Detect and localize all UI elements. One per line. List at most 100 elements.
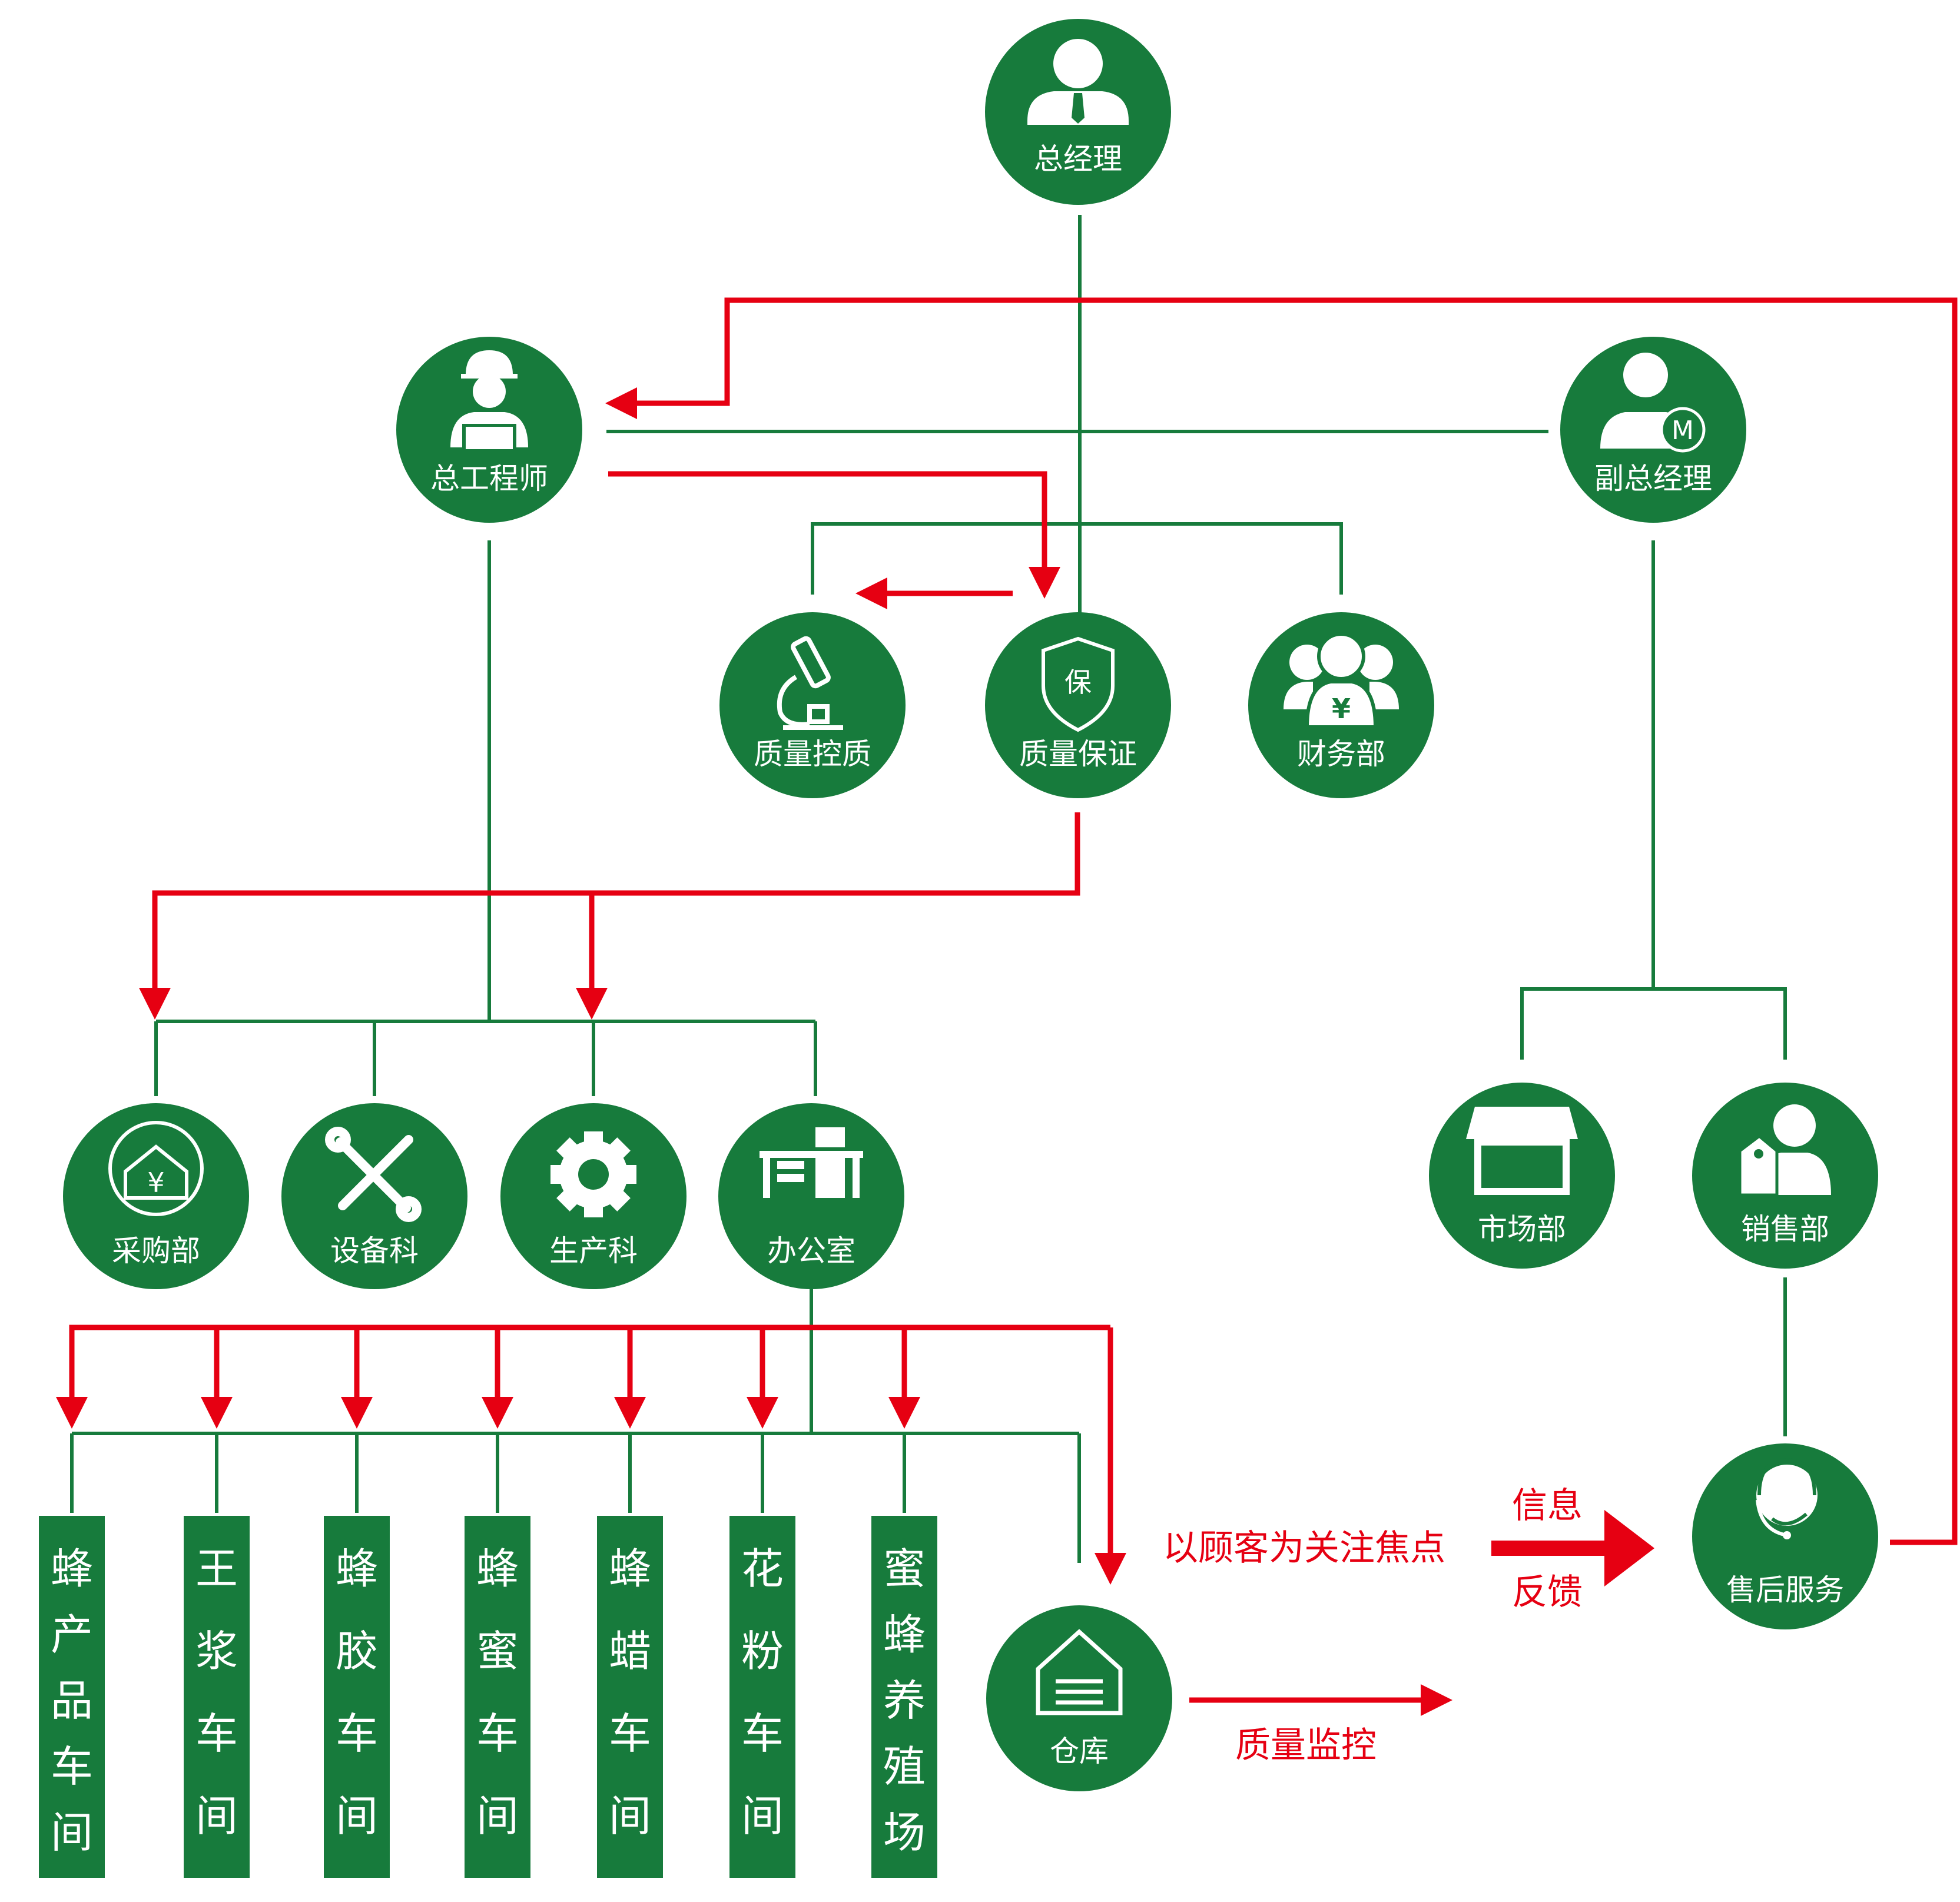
workshop-column-bg (871, 1516, 937, 1878)
manager-icon (1027, 39, 1129, 125)
tools-icon (325, 1127, 422, 1222)
quality-control-label: 质量控质 (754, 737, 871, 771)
node-sales[interactable]: 销售部 (1692, 1083, 1878, 1269)
feedback-loop-arrow (605, 297, 1958, 1545)
node-marketing[interactable]: 市场部 (1429, 1083, 1615, 1269)
deputy-manager-icon: M (1600, 353, 1706, 453)
storefront-icon (1466, 1107, 1578, 1195)
chief-engineer-label: 总工程师 (430, 462, 548, 496)
node-quality-control[interactable]: 质量控质 (719, 612, 906, 798)
workshop-char: 品 (51, 1676, 93, 1725)
node-after-sales[interactable]: 售后服务 (1692, 1443, 1878, 1629)
workshop-char: 场 (883, 1808, 926, 1857)
workshop-column-bg (465, 1516, 530, 1878)
node-chief-engineer[interactable]: 总工程师 (396, 337, 582, 523)
feedback-label: 反馈 (1512, 1572, 1583, 1613)
general-manager-label: 总经理 (1034, 142, 1122, 176)
to-workshop-1-arrow (56, 1325, 1110, 1429)
workshop-char: 车 (336, 1709, 378, 1758)
workshop-char: 蜡 (609, 1627, 651, 1676)
workshop-column-bg (39, 1516, 105, 1878)
purchasing-label: 采购部 (112, 1234, 200, 1268)
workshop-column-bg (729, 1516, 795, 1878)
workshop-column-bg (184, 1516, 250, 1878)
workshop-char: 间 (609, 1791, 651, 1841)
sales-label: 销售部 (1741, 1212, 1829, 1246)
workshop-char: 蜜 (476, 1627, 519, 1676)
workshop-char: 车 (741, 1709, 784, 1758)
after-sales-label: 售后服务 (1726, 1573, 1844, 1607)
qa-to-purchasing-arrow (139, 812, 1080, 1020)
info-feedback-arrow (1491, 1510, 1654, 1586)
workshop-char: 浆 (195, 1627, 238, 1676)
workshop-char: 产 (51, 1610, 93, 1659)
engineer-to-qa-arrow (608, 471, 1060, 599)
node-production[interactable]: 生产科 (500, 1103, 687, 1289)
workshop-char: 养 (883, 1676, 926, 1725)
node-deputy-manager[interactable]: M 副总经理 (1560, 337, 1746, 523)
purchase-house-icon: ¥ (108, 1121, 204, 1216)
workshop-char: 间 (336, 1791, 378, 1841)
finance-label: 财务部 (1297, 737, 1385, 771)
green-connectors (70, 215, 1787, 1563)
workshop-char: 车 (195, 1709, 238, 1758)
workshop-char: 蜂 (609, 1544, 651, 1594)
workshop-char: 蜂 (883, 1610, 926, 1659)
workshop-char: 粉 (741, 1627, 784, 1676)
finance-icon-text: ¥ (1332, 693, 1351, 725)
shield-icon-text: 保 (1064, 666, 1092, 698)
node-finance[interactable]: ¥ 财务部 (1248, 612, 1434, 798)
salesperson-icon (1738, 1104, 1831, 1197)
node-general-manager[interactable]: 总经理 (985, 19, 1171, 205)
microscope-icon (777, 636, 843, 730)
node-quality-assurance[interactable]: 保 质量保证 (985, 612, 1171, 798)
workshop-char: 车 (609, 1709, 651, 1758)
customer-focus-label: 以顾客为关注焦点 (1163, 1528, 1445, 1569)
workshop-char: 王 (195, 1544, 238, 1594)
production-label: 生产科 (549, 1234, 638, 1268)
workshop-column-bg (597, 1516, 663, 1878)
office-label: 办公室 (767, 1234, 855, 1268)
workshop-char: 间 (51, 1808, 93, 1857)
finance-people-icon: ¥ (1284, 632, 1399, 729)
engineer-icon (450, 350, 528, 452)
workshop-char: 胶 (336, 1627, 378, 1676)
warehouse-icon (1036, 1629, 1123, 1715)
purchase-icon-text: ¥ (147, 1167, 164, 1199)
node-purchasing[interactable]: ¥ 采购部 (63, 1103, 249, 1289)
workshop-char: 车 (476, 1709, 519, 1758)
workshop-column-bg (324, 1516, 390, 1878)
workshop-char: 蜂 (476, 1544, 519, 1594)
quality-assurance-label: 质量保证 (1019, 737, 1137, 771)
workshop-char: 蜂 (336, 1544, 378, 1594)
info-label: 信息 (1512, 1485, 1583, 1526)
desk-icon (760, 1127, 863, 1198)
shield-icon: 保 (1042, 636, 1115, 732)
equipment-label: 设备科 (330, 1234, 419, 1268)
red-connectors (56, 297, 1958, 1716)
workshop-char: 殖 (883, 1742, 926, 1791)
workshop-char: 间 (476, 1791, 519, 1841)
workshop-char: 车 (51, 1742, 93, 1791)
deputy-manager-label: 副总经理 (1594, 462, 1712, 496)
workshop-char: 蜜 (883, 1544, 926, 1594)
node-warehouse[interactable]: 仓库 (986, 1605, 1172, 1791)
quality-monitoring-label: 质量监控 (1235, 1725, 1377, 1766)
marketing-label: 市场部 (1478, 1212, 1566, 1246)
workshop-char: 间 (741, 1791, 784, 1841)
node-equipment[interactable]: 设备科 (281, 1103, 467, 1289)
node-office[interactable]: 办公室 (718, 1103, 904, 1289)
workshop-char: 间 (195, 1791, 238, 1841)
warehouse-label: 仓库 (1050, 1734, 1109, 1768)
gear-icon (550, 1131, 636, 1217)
workshop-char: 蜂 (51, 1544, 93, 1594)
